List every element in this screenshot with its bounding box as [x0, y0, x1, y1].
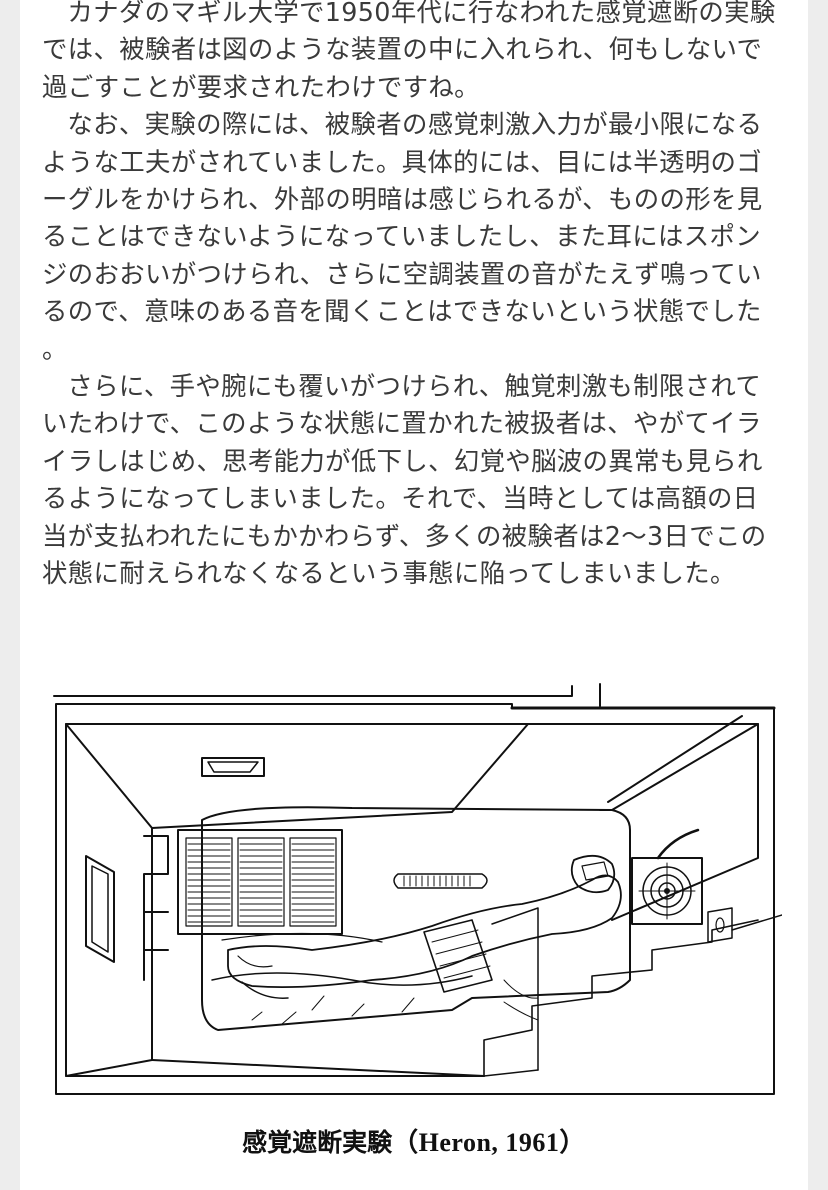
paragraph-3: さらに、手や腕にも覆いがつけられ、触覚刺激も制限されていたわけで、このような状態…: [42, 371, 767, 589]
paragraph-2: なお、実験の際には、被験者の感覚刺激入力が最小限になるような工夫がされていました…: [42, 109, 763, 364]
caption-title: 感覚遮断実験: [242, 1128, 393, 1157]
paragraph-1: カナダのマギル大学で1950年代に行なわれた感覚遮断の実験では、被験者は図のよう…: [42, 0, 776, 102]
figure-caption: 感覚遮断実験（Heron, 1961）: [20, 1122, 808, 1159]
article-body: カナダのマギル大学で1950年代に行なわれた感覚遮断の実験では、被験者は図のよう…: [42, 0, 782, 593]
page-content: カナダのマギル大学で1950年代に行なわれた感覚遮断の実験では、被験者は図のよう…: [20, 0, 808, 1190]
caption-citation: （Heron, 1961）: [392, 1128, 586, 1157]
sensory-deprivation-illustration: [52, 680, 782, 1100]
